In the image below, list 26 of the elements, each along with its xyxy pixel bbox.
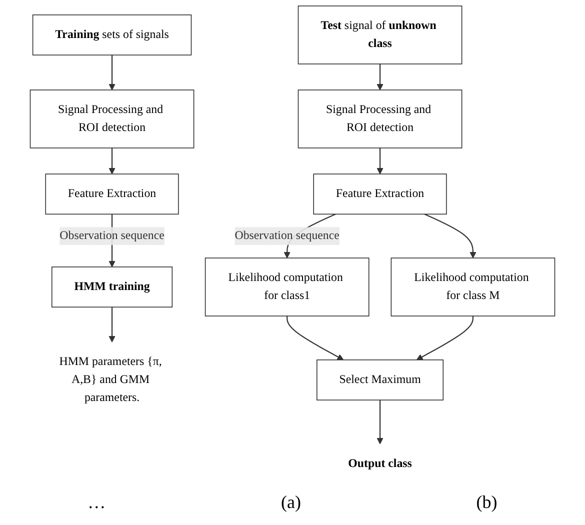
node-box: Training sets of signals <box>32 14 192 56</box>
node-box: Likelihood computation for class1 <box>204 258 370 316</box>
arrow <box>376 64 384 90</box>
arrow <box>286 316 344 360</box>
node-text: HMM parameters {π, A,B} and GMM parameters. <box>59 355 162 404</box>
arrow <box>376 148 384 174</box>
arrow <box>108 55 116 90</box>
arrow <box>424 214 476 258</box>
arrow <box>416 316 474 360</box>
edge-label: Observation sequence <box>60 229 164 242</box>
panel-label: (b) <box>476 492 498 513</box>
panel-label: (a) <box>280 492 301 513</box>
node-box: Likelihood computation for class M <box>390 258 556 316</box>
node-box: Signal Processing and ROI detection <box>30 90 194 148</box>
node-box: Select Maximum <box>316 360 444 400</box>
node-box: Signal Processing and ROI detection <box>298 90 462 148</box>
node-box: Feature Extraction <box>313 174 447 215</box>
arrow <box>108 307 116 342</box>
node-box: Test signal of unknown class <box>298 6 462 64</box>
node-text: Output class <box>348 457 412 470</box>
edge-label: Observation sequence <box>234 229 340 242</box>
arrow <box>376 400 384 444</box>
arrow <box>108 148 116 174</box>
node-box: HMM training <box>52 266 173 308</box>
ellipsis-label: … <box>88 492 106 513</box>
node-box: Feature Extraction <box>45 174 179 215</box>
